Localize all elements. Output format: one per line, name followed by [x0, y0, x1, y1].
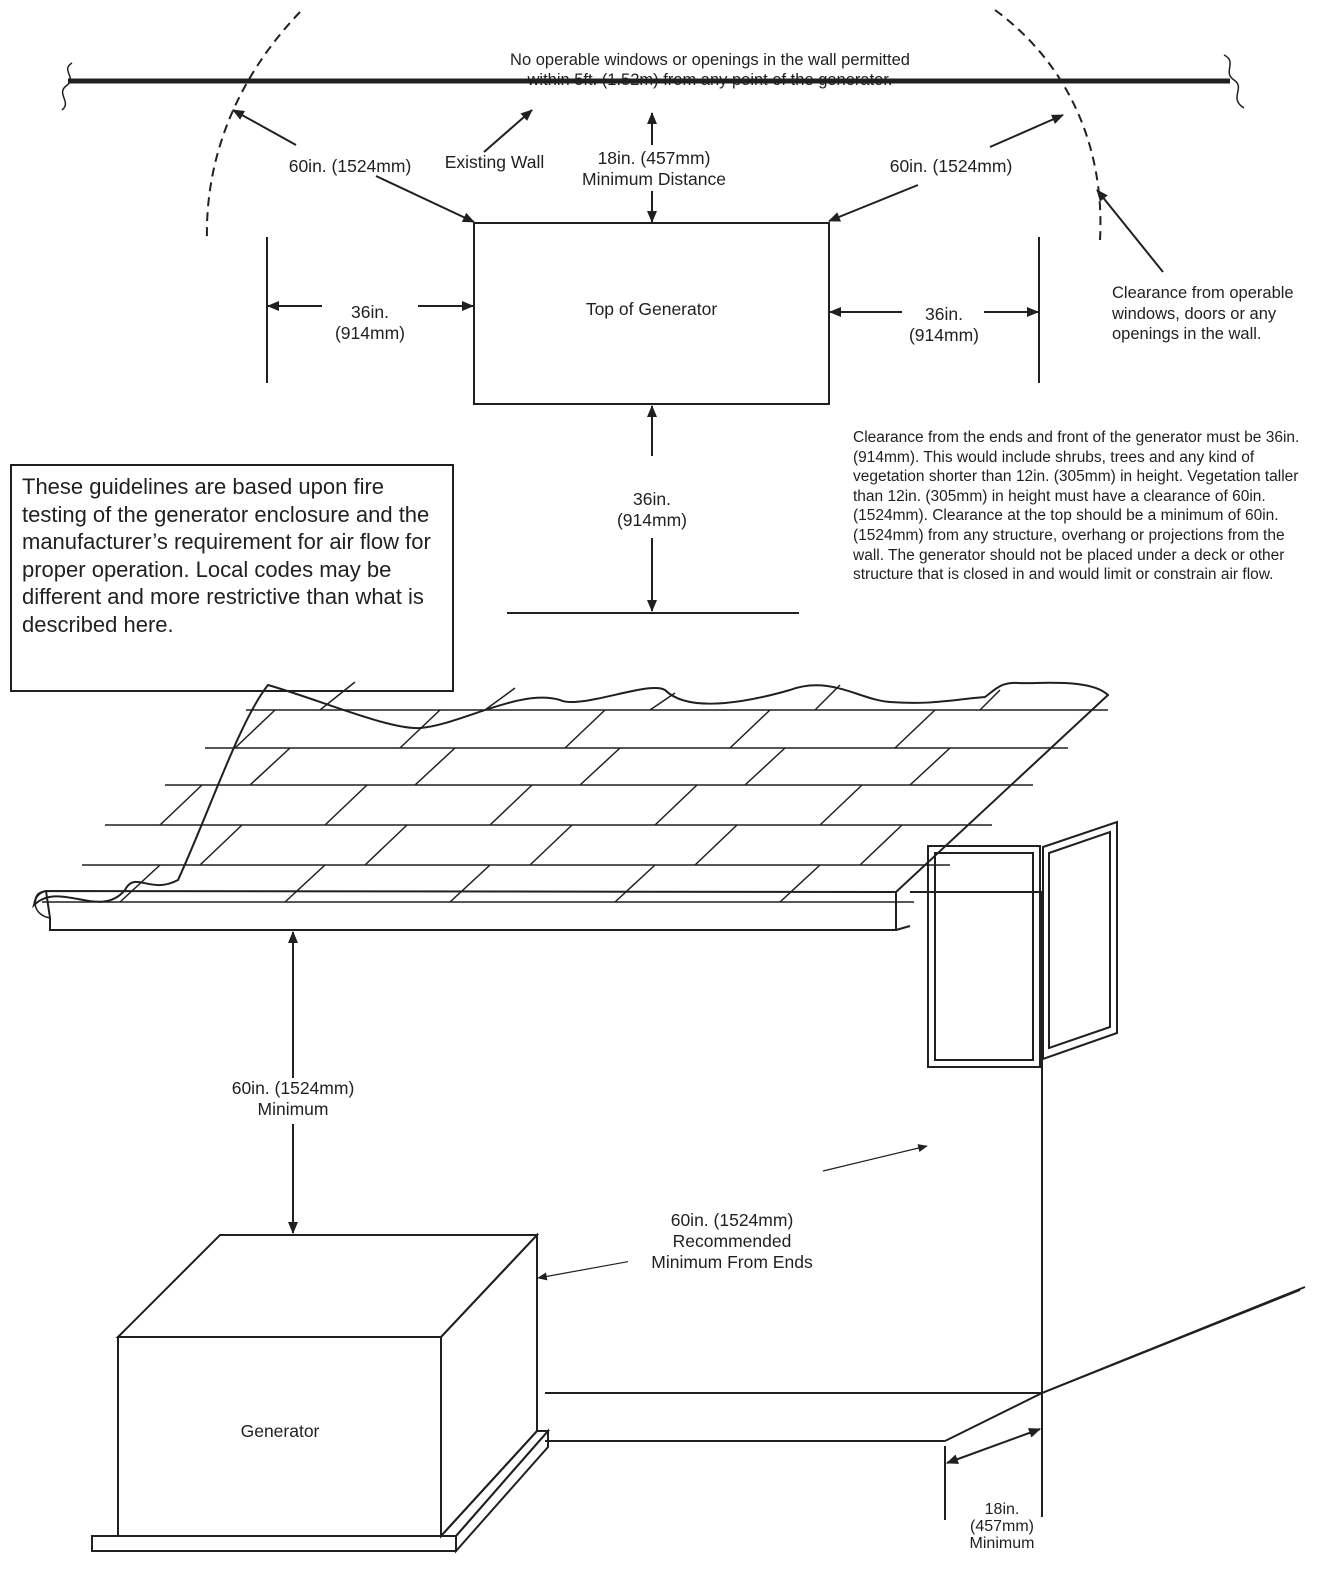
shingle-joint [449, 864, 491, 903]
shingle-joint [909, 747, 951, 786]
wall-gap-label: 18in. (457mm) Minimum [969, 1501, 1035, 1552]
shingle-joint [894, 709, 936, 749]
shingle-joint [814, 684, 841, 711]
window-frame [927, 845, 1041, 1068]
roof-fascia-curl-icon [34, 890, 51, 919]
generator-top-label: Top of Generator [585, 299, 718, 319]
shingle-joint [729, 709, 771, 749]
shingle-joint [249, 747, 291, 786]
shingle-joint [119, 864, 161, 903]
roof-overhang [32, 681, 1110, 909]
shingle-joint [284, 864, 326, 903]
shingle-joint [744, 747, 786, 786]
shingle-joint [414, 747, 456, 786]
shingle-joint [564, 709, 606, 749]
shingle-joint [859, 824, 903, 866]
shingle-joint [234, 709, 276, 749]
opening-clearance-arrow [1096, 189, 1164, 273]
guideline-box: These guidelines are based upon fire tes… [10, 464, 454, 692]
left-clearance-label: 36in. (914mm) [334, 302, 405, 343]
shingle-joint [979, 689, 1001, 711]
roof-shingle-rows [42, 709, 1108, 903]
right-diag-arrow-up [989, 114, 1064, 148]
wall-break-right-icon [1223, 54, 1245, 109]
generator-side-face [440, 1232, 538, 1539]
right-diag-label: 60in. (1524mm) [889, 156, 1013, 176]
fascia-return [895, 925, 911, 931]
wall-gap-arrow [946, 1428, 1041, 1464]
roof-shingle-joints [119, 681, 1001, 903]
roof-fascia [45, 890, 897, 931]
clearance-notes: Clearance from the ends and front of the… [853, 429, 1300, 584]
overhang-clearance-label: 60in. (1524mm) Minimum [213, 1078, 373, 1120]
clearance-arc-right [994, 9, 1102, 241]
generator-pad-side [455, 1428, 549, 1554]
clearance-arc-left [205, 11, 301, 241]
shingle-joint [649, 692, 676, 711]
generator-pad [91, 1535, 457, 1552]
front-clearance-label: 36in. (914mm) [616, 489, 687, 530]
generator-label: Generator [240, 1421, 320, 1441]
existing-wall-label: Existing Wall [444, 152, 545, 172]
shingle-joint [199, 824, 243, 866]
right-diag-arrow-down [828, 184, 919, 222]
shingle-joint [779, 864, 821, 903]
shingle-joint [694, 824, 738, 866]
shingle-joint [819, 784, 863, 826]
window-label-arrow [822, 1144, 928, 1172]
shingle-joint [324, 784, 368, 826]
left-diag-arrow-up [232, 109, 297, 146]
open-window-sash-inner [1048, 830, 1111, 1050]
shingle-joint [319, 681, 356, 711]
shingle-joint [579, 747, 621, 786]
shingle-joint [614, 864, 656, 903]
open-window-sash [1042, 820, 1118, 1061]
right-clearance-label: 36in. (914mm) [908, 304, 979, 345]
min-distance-label: 18in. (457mm) Minimum Distance [582, 148, 726, 189]
left-diag-label: 60in. (1524mm) [288, 156, 412, 176]
window-clearance-label: 60in. (1524mm) Recommended Minimum From … [628, 1210, 836, 1273]
generator-end-arrow [537, 1259, 638, 1281]
shingle-joint [484, 687, 516, 711]
generator-pad-top [92, 1430, 551, 1537]
shingle-joint [159, 784, 203, 826]
pad-edge-extension [1041, 1289, 1301, 1394]
shingle-joint [654, 784, 698, 826]
window-pane [934, 852, 1034, 1061]
shingle-joint [529, 824, 573, 866]
wall-note: No operable windows or openings in the w… [510, 51, 910, 89]
generator-top-face [115, 1234, 540, 1338]
opening-clearance-label: Clearance from operable windows, doors o… [1112, 284, 1294, 343]
left-diag-arrow-down [375, 175, 475, 223]
shingle-joint [364, 824, 408, 866]
shingle-joint [489, 784, 533, 826]
wall-label-arrow [483, 109, 533, 153]
guideline-text: These guidelines are based upon fire tes… [22, 474, 431, 637]
wall-break-left-icon [61, 62, 73, 111]
shingle-joint [399, 709, 441, 749]
